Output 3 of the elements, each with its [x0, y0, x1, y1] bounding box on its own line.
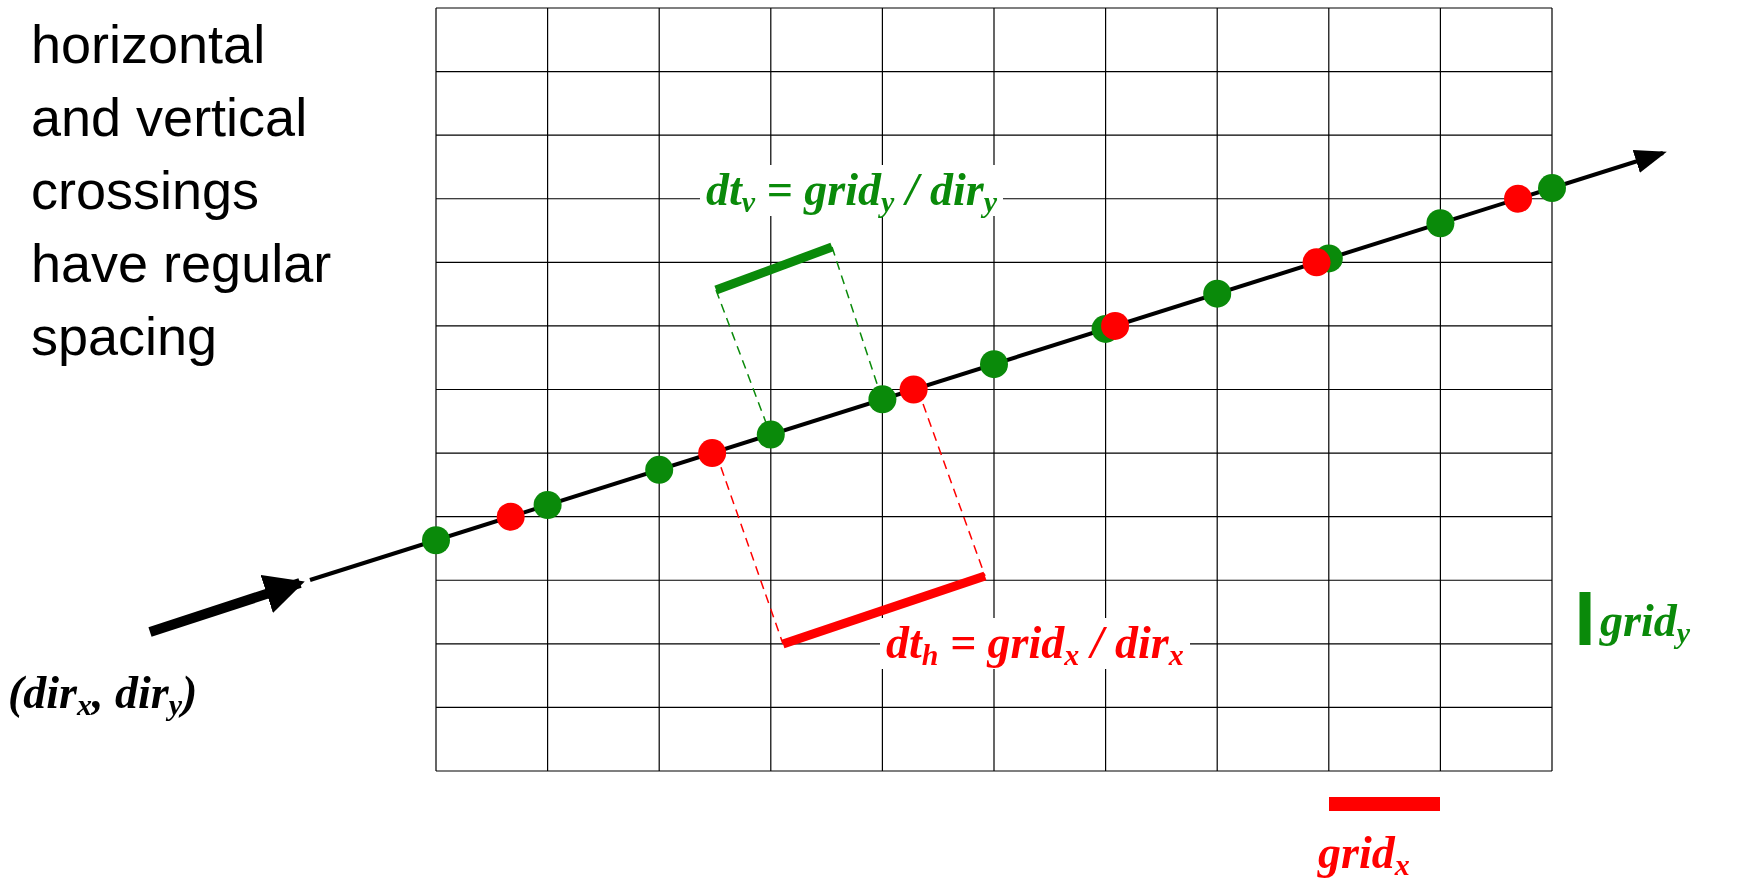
description-text: horizontal and vertical crossings have regular spacing — [31, 13, 333, 368]
formula-label: dt$_{v}$ = grid$_{y}$ / dir$_{y}$ — [700, 165, 1003, 216]
formula-label: dt$_{h}$ = grid$_{x}$ / dir$_{x}$ — [880, 618, 1190, 669]
